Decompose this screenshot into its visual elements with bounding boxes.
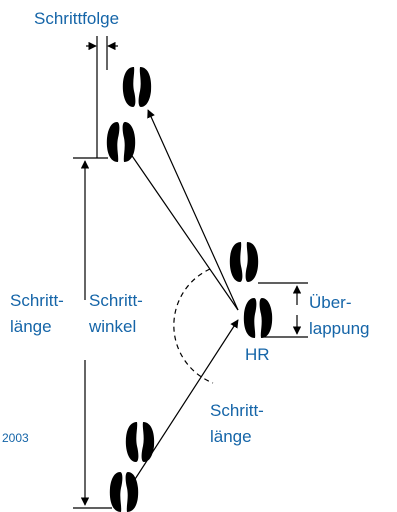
step-angle-label-line2: winkel bbox=[88, 317, 136, 336]
hind-right-label: HR bbox=[245, 345, 270, 364]
hoof-print-middle-hind-right bbox=[243, 298, 273, 338]
overlap-dimension bbox=[258, 282, 308, 338]
year-label: 2003 bbox=[2, 431, 29, 445]
overlap-label-line1: Über- bbox=[309, 293, 352, 312]
step-length-vertical-dimension bbox=[73, 157, 112, 509]
overlap-label-line2: lappung bbox=[309, 319, 370, 338]
diagonal-lines bbox=[127, 109, 239, 491]
step-angle-arc bbox=[173, 268, 214, 384]
hoof-print-top-front bbox=[122, 67, 152, 107]
step-sequence-dimension bbox=[86, 36, 118, 158]
step-sequence-label: Schrittfolge bbox=[34, 9, 119, 28]
hoof-print-middle-front bbox=[229, 242, 259, 282]
hoof-print-bottom-hind bbox=[109, 472, 139, 512]
step-angle-label-line1: Schritt- bbox=[89, 291, 143, 310]
step-length-left-label-line1: Schritt- bbox=[10, 291, 64, 310]
step-length-right-label-line1: Schritt- bbox=[210, 401, 264, 420]
step-length-left-label-line2: länge bbox=[10, 317, 52, 336]
hoof-print-top-hind bbox=[106, 122, 136, 162]
step-length-right-label-line2: länge bbox=[210, 427, 252, 446]
